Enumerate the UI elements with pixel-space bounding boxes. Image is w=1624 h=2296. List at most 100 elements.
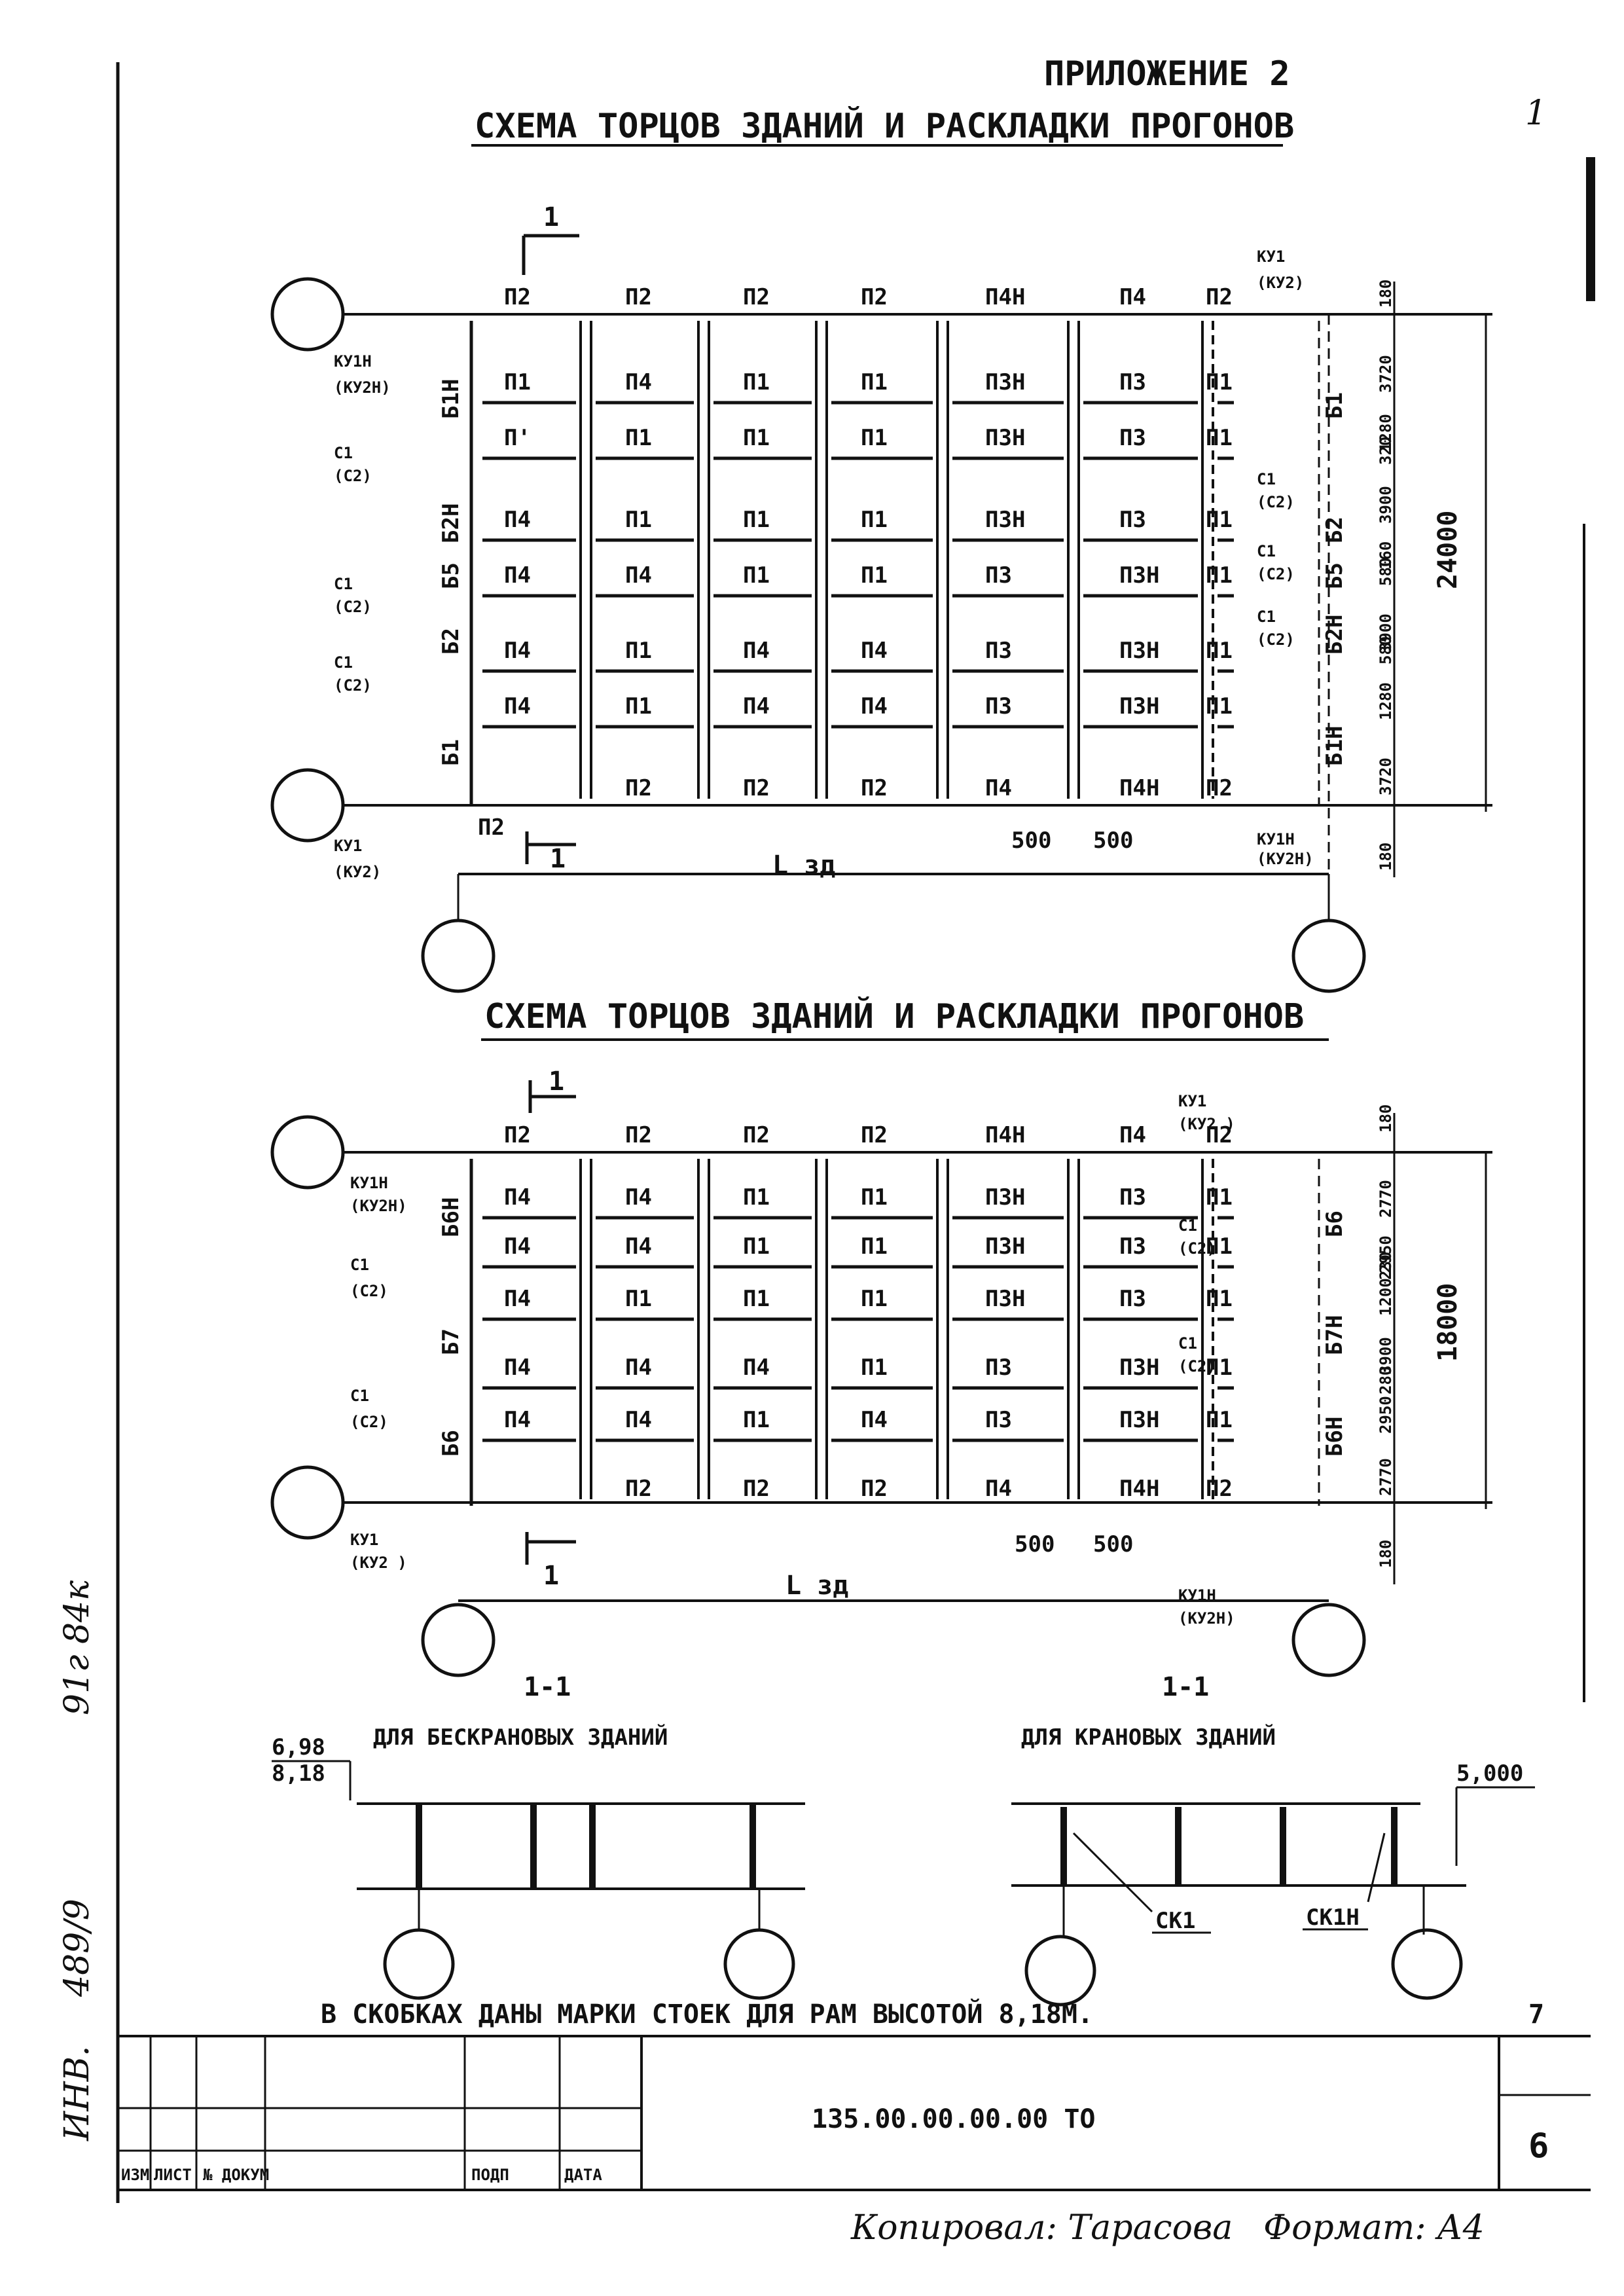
left-callout: С1 xyxy=(334,444,353,462)
left-callout: С1 xyxy=(334,653,353,672)
right-beam-label: Б6 xyxy=(1322,1211,1348,1237)
right-beam-label: Б5 xyxy=(1322,562,1348,589)
section-mark-top2-label: 1 xyxy=(549,1066,564,1097)
mark-ck1n: СК1Н xyxy=(1306,1904,1360,1931)
right-callout: С1 xyxy=(1178,1216,1197,1235)
right-callout: С1 xyxy=(1178,1334,1197,1353)
purlin-label: П3 xyxy=(985,638,1012,664)
purlin-label: П3Н xyxy=(1119,638,1159,664)
purlin-label: П4 xyxy=(625,1407,652,1433)
dimension-label: 3720 xyxy=(1377,355,1395,393)
section-left-title: 1-1 xyxy=(524,1672,571,1702)
left-beam-label: Б6 xyxy=(438,1430,464,1457)
right-beam-label: Б7Н xyxy=(1322,1315,1348,1355)
purlin-label: П1 xyxy=(743,1286,770,1312)
dimension-label: 180 xyxy=(1377,1540,1395,1568)
level-5000: 5,000 xyxy=(1456,1760,1523,1787)
axis-circle-b2 xyxy=(270,1465,345,1540)
axis-circle-2b xyxy=(1291,1603,1366,1677)
dimension-label: 180 xyxy=(1377,280,1395,308)
right-callout: КУ1 xyxy=(1178,1092,1206,1110)
right-callout: (С2) xyxy=(1257,493,1295,511)
left-callout: КУ1 xyxy=(350,1531,378,1549)
page-number: 7 xyxy=(1528,1999,1544,2030)
total-dim-18000: 18000 xyxy=(1433,1283,1463,1362)
left-callout: (С2) xyxy=(350,1413,388,1431)
bottom-purlin-label: П2 xyxy=(861,775,888,801)
title-block: ИЗМ ЛИСТ № ДОКУМ ПОДП ДАТА 135.00.00.00.… xyxy=(118,2035,1591,2191)
left-callout: (С2) xyxy=(334,467,372,485)
purlin-label: П' xyxy=(504,425,531,451)
right-callout: (С2) xyxy=(1257,565,1295,583)
purlin-label: П3 xyxy=(985,1355,1012,1381)
top-purlin-label: П4 xyxy=(1119,284,1146,310)
purlin-label: П3 xyxy=(985,1407,1012,1433)
right-callout: КУ1Н xyxy=(1257,830,1295,848)
top-purlin-label: П2 xyxy=(625,284,652,310)
gap-dim-left: 500 xyxy=(1011,828,1051,854)
length-label: L зд xyxy=(772,850,835,881)
purlin-label: П1 xyxy=(625,693,652,720)
purlin-label: П1 xyxy=(861,369,888,395)
length-label2: L зд xyxy=(785,1571,848,1601)
purlin-label: П3 xyxy=(1119,369,1146,395)
bottom-purlin-label: П4Н xyxy=(1119,1476,1159,1502)
top-purlin-label: П2 xyxy=(625,1122,652,1148)
sheet-number: 6 xyxy=(1528,2126,1549,2166)
purlin-label: П4 xyxy=(504,507,531,533)
purlin-label: П1 xyxy=(625,425,652,451)
left-beam-label: Б1 xyxy=(438,739,464,766)
left-callout: (КУ2 ) xyxy=(350,1554,407,1572)
purlin-label: П3Н xyxy=(1119,693,1159,720)
top-purlin-label: П2 xyxy=(743,1122,770,1148)
purlin-label: П4 xyxy=(504,1184,531,1211)
inv-label: ИНВ. xyxy=(58,2046,97,2141)
purlin-label: П3Н xyxy=(985,425,1025,451)
axis-circle-a2 xyxy=(270,1115,345,1190)
purlin-label: П3Н xyxy=(985,1233,1025,1260)
dimension-label: 2770 xyxy=(1377,1458,1395,1496)
left-callout: С1 xyxy=(334,575,353,593)
purlin-label: П1 xyxy=(743,1233,770,1260)
right-callout: (КУ2 ) xyxy=(1178,1115,1235,1133)
appendix-label: ПРИЛОЖЕНИЕ 2 xyxy=(1044,54,1290,94)
bottom-purlin-label: П2 xyxy=(861,1476,888,1502)
section-left-subtitle: ДЛЯ БЕСКРАНОВЫХ ЗДАНИЙ xyxy=(373,1724,668,1751)
bottom-purlin-label: П2 xyxy=(743,1476,770,1502)
purlin-label: П1 xyxy=(743,369,770,395)
right-callout: (КУ2) xyxy=(1257,274,1304,292)
purlin-label: П3Н xyxy=(1119,562,1159,589)
scheme2-callouts: КУ1Н(КУ2Н)С1(С2)С1(С2)КУ1(КУ2 )КУ1(КУ2 )… xyxy=(350,1092,1235,1628)
purlin-label: П1 xyxy=(743,1407,770,1433)
right-callout: (КУ2Н) xyxy=(1257,850,1314,868)
purlin-label: П4 xyxy=(625,1233,652,1260)
purlin-label: П3 xyxy=(1119,1286,1146,1312)
dimension-label: 580 xyxy=(1377,558,1395,586)
scheme1-title: СХЕМА ТОРЦОВ ЗДАНИЙ И РАСКЛАДКИ ПРОГОНОВ xyxy=(475,106,1294,146)
purlin-label: П1 xyxy=(1206,638,1233,664)
left-beam-label: Б6Н xyxy=(438,1197,464,1237)
bottom-purlin-label: П2 xyxy=(1206,1476,1233,1502)
dimension-label: 280 xyxy=(1377,1366,1395,1394)
section-mark-top-label: 1 xyxy=(543,202,559,232)
top-purlin-label: П2 xyxy=(861,284,888,310)
section-right-axis-circle2 xyxy=(1391,1928,1463,2000)
right-callout: (С2) xyxy=(1178,1357,1216,1376)
purlin-label: П1 xyxy=(743,425,770,451)
purlin-label: П1 xyxy=(743,507,770,533)
bottom-purlin-label: П4 xyxy=(985,1476,1012,1502)
gap-dim-right: 500 xyxy=(1093,828,1133,854)
dimension-label: 3900 xyxy=(1377,486,1395,524)
dimension-label: 3900 xyxy=(1377,1337,1395,1375)
inv-number: 489/9 xyxy=(58,1899,97,1997)
dimension-label: 2770 xyxy=(1377,1180,1395,1218)
purlin-label: П1 xyxy=(861,425,888,451)
bottom-purlin-label: П4 xyxy=(985,775,1012,801)
section-crane: 1-1 ДЛЯ КРАНОВЫХ ЗДАНИЙ 5,000 СК1 СК1Н xyxy=(1011,1672,1535,2007)
bottom-purlin-label: П2 xyxy=(625,775,652,801)
section-no-crane: 1-1 ДЛЯ БЕСКРАНОВЫХ ЗДАНИЙ 6,98 8,18 xyxy=(272,1672,805,2000)
purlin-label: П1 xyxy=(1206,1355,1233,1381)
